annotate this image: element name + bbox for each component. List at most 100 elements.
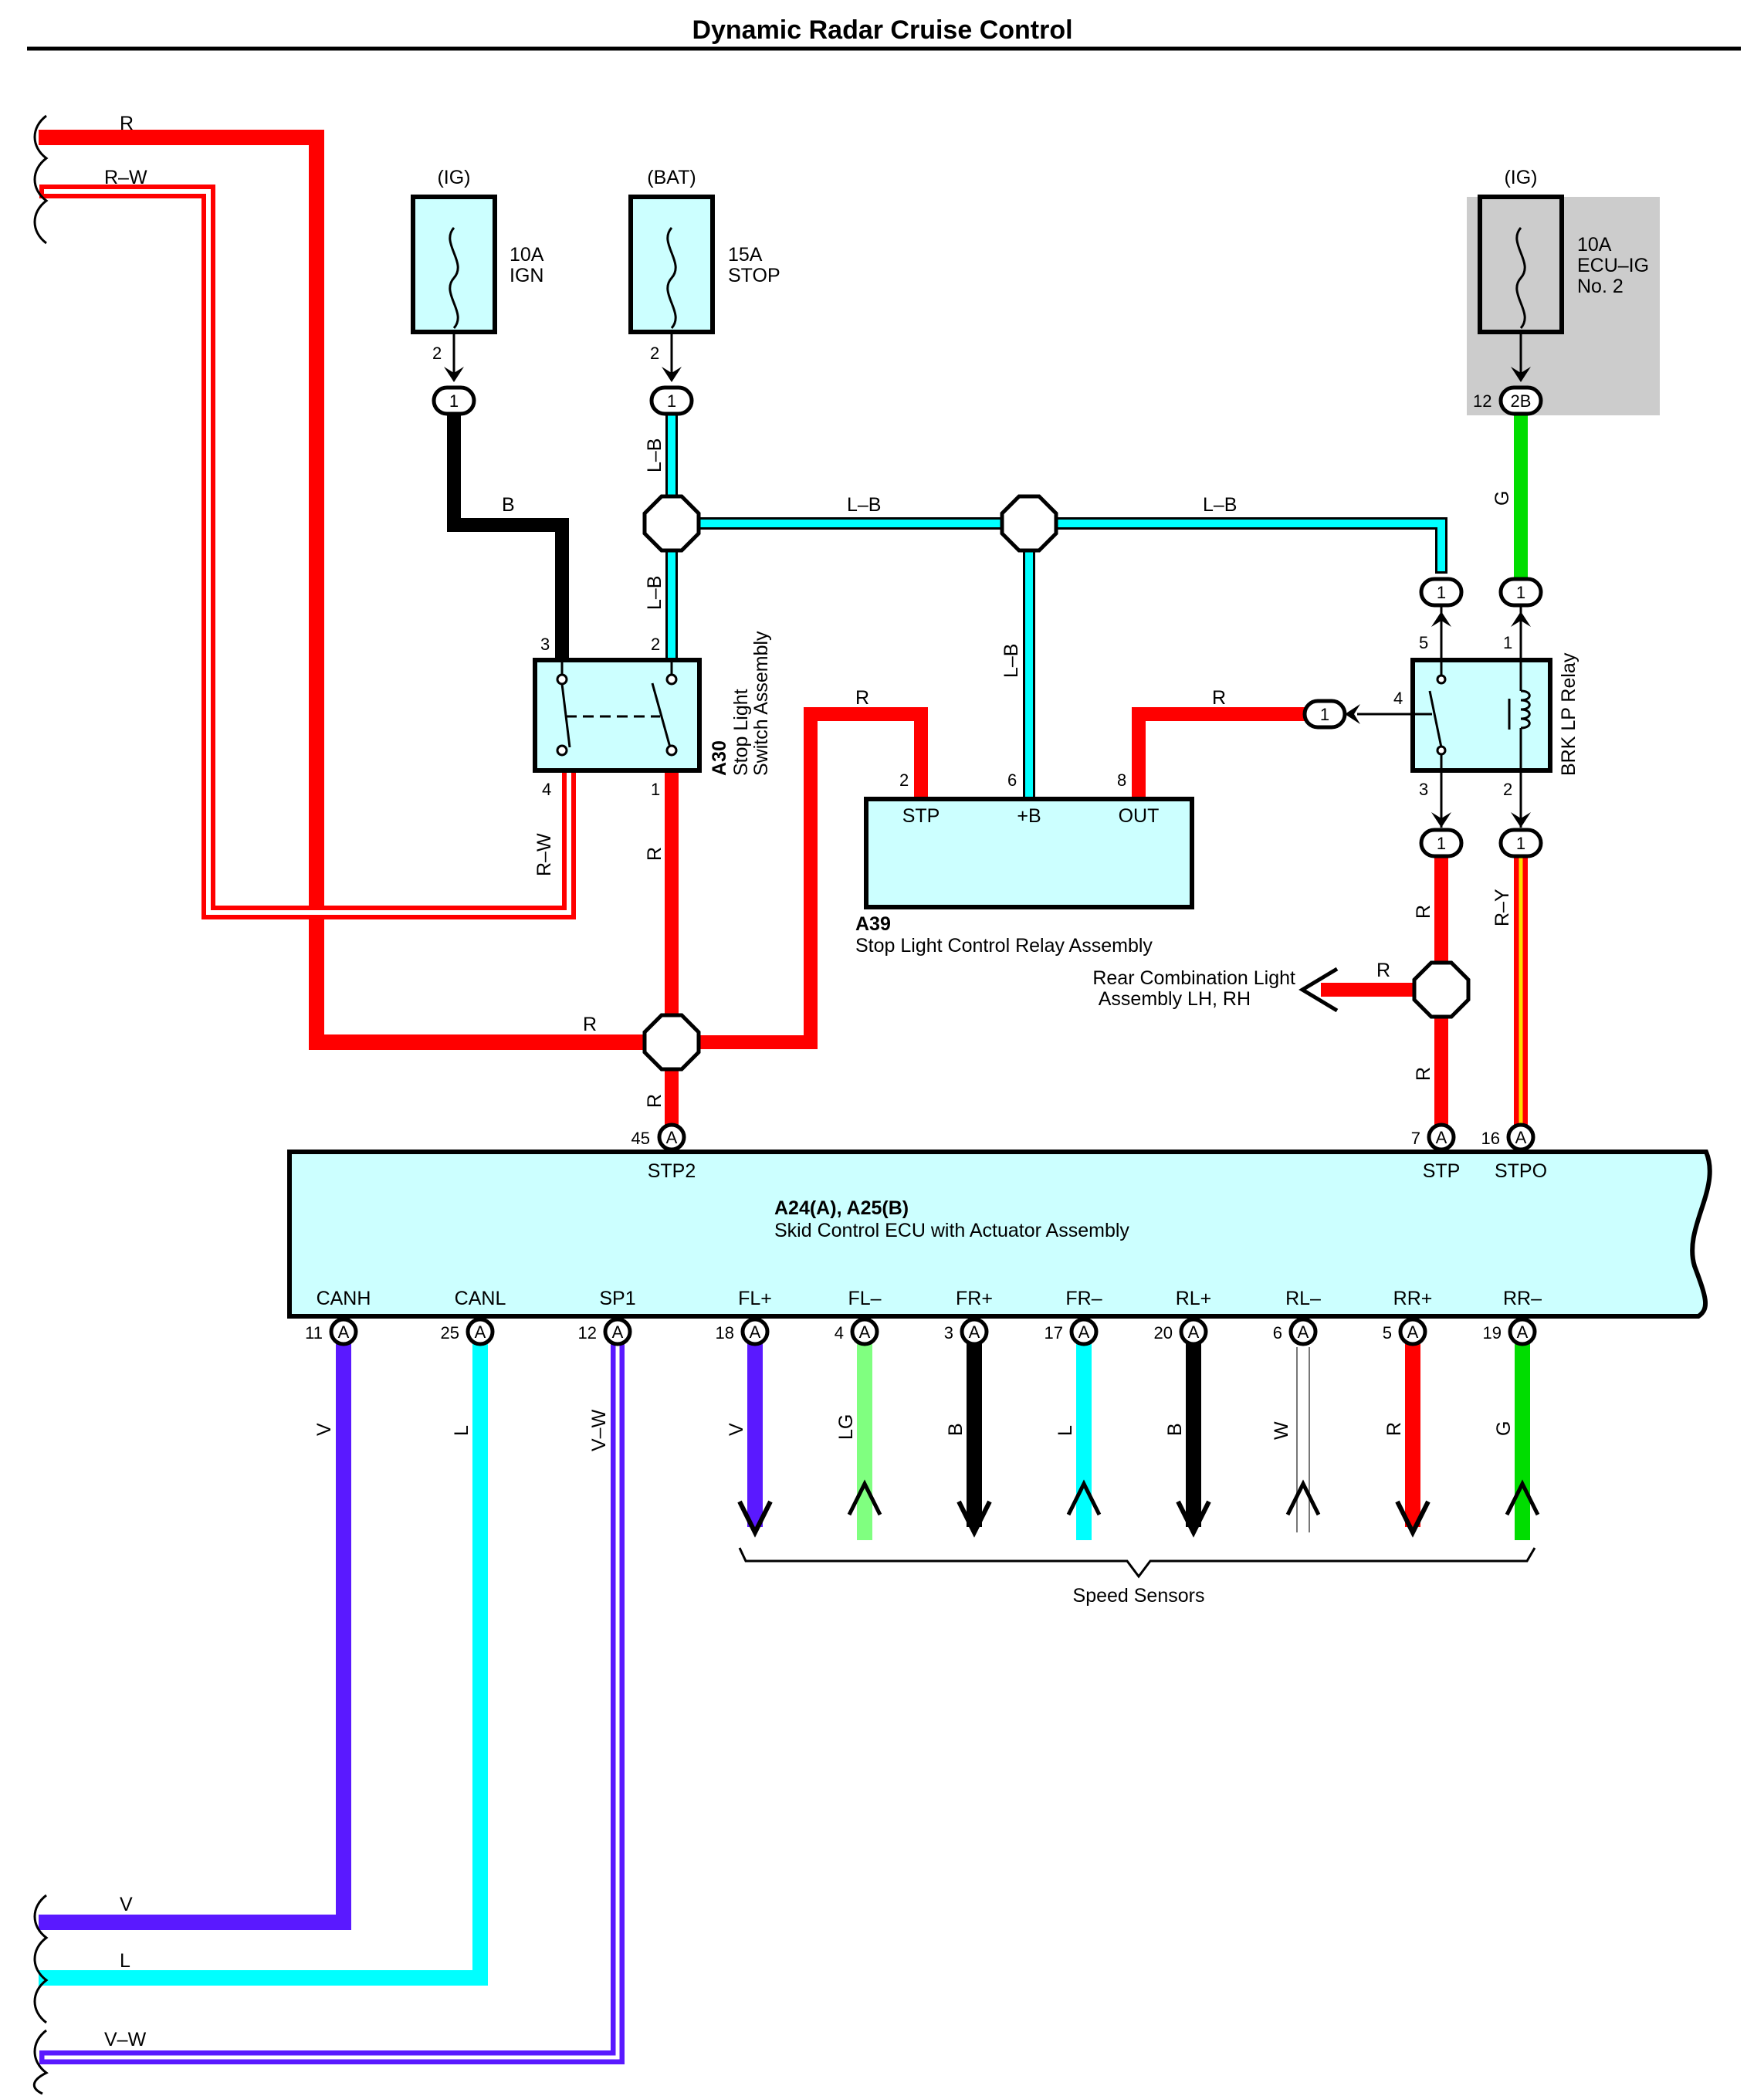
ecu-pin-fr-plus-num: 3 [944,1323,953,1343]
wl-switch-rw: R–W [533,833,555,876]
ecu-pin-canl-num: 25 [441,1323,459,1343]
fuse-ign-symbol [449,226,459,330]
a39-name: Stop Light Control Relay Assembly [855,935,1153,957]
arrow-fl-minus [847,1479,882,1516]
stop-light-switch: 3 2 4 1 A30 Stop Light Switch Assembly [533,631,772,799]
arrow-rl-minus [1285,1479,1321,1516]
ecu-top-pin-stpo: A 16 STPO [1481,1122,1547,1182]
a39-code: A39 [855,913,891,935]
fuse-ign-conn-label: 1 [449,391,459,411]
brk-pin-5: 5 [1419,633,1428,652]
switch-contact-2a [665,673,678,686]
ecu-top-pin-stp2-conn [657,1122,686,1152]
wl-ign-b: B [502,494,515,516]
brk-pin-1: 1 [1503,633,1512,652]
ecu-pin-fl-plus: FL+ A 18 V [716,1288,772,1436]
ecu-top-pin-stp: A 7 STP [1411,1122,1460,1182]
wl-brk-r-upper: R [1413,905,1434,919]
a39-box [864,797,1194,909]
fuse-stop-connector [649,385,694,416]
left-breaks [32,114,49,2095]
ecu-pin-rr-plus-term: RR+ [1393,1288,1433,1309]
arrow-rl-plus [1176,1500,1211,1538]
arrow-rr-plus [1395,1500,1430,1538]
a39-term-out: OUT [1119,805,1160,827]
brk-arrow-5 [1431,611,1451,627]
a39-pin-6: 6 [1007,770,1017,790]
wire-r-a39out [1132,707,1312,806]
switch-pin-1: 1 [651,780,660,799]
wl-ecu-g: G [1491,491,1513,506]
fuse-ecuig-name2: No. 2 [1577,276,1623,297]
ecu-pin-canh-conn-label: A [338,1322,350,1342]
ecu-pin-sp1-num: 12 [578,1323,597,1343]
ecu-pin-fl-minus: FL– A 4 LG [835,1288,882,1440]
ecu-top-pin-stp2: A 45 STP2 [631,1122,696,1182]
wire-lb-bus-inner [668,520,1445,571]
wl-main-r: R [583,1014,597,1035]
label-r-input: R [120,113,134,134]
junction-lb-left [642,494,701,553]
ecu-pin-rr-minus: RR– A 19 G [1483,1288,1542,1436]
wire-vw-sp1 [39,1340,625,2064]
wl-a39-out-r: R [1212,687,1226,709]
ecu-top-pin-stp2-conn-label: A [666,1128,678,1147]
ecu-pin-rr-minus-conn-label: A [1517,1322,1529,1342]
ecu-top-pin-stp2-num: 45 [631,1129,650,1148]
ecu-top-pin-stpo-num: 16 [1481,1129,1500,1148]
brk-arrow-4 [1345,704,1360,724]
a39-pin-2: 2 [899,770,909,790]
ecu-pin-sp1-conn [603,1317,632,1346]
brk-conn-2-label: 1 [1516,834,1525,853]
label-vw-output: V–W [104,2029,147,2050]
ecu-pin-fr-plus-term: FR+ [956,1288,993,1309]
fuse-ecuig-box [1478,195,1564,334]
ecu-pin-fr-plus-wire: B [945,1423,967,1436]
fuse-ign-name: IGN [510,265,543,286]
fuse-stop-conn-label: 1 [667,391,676,411]
ecu-pin-fr-minus-conn-label: A [1078,1322,1090,1342]
ecu-top-pin-stp-num: 7 [1411,1129,1420,1148]
ecu-top-pin-stp2-term: STP2 [648,1160,696,1182]
ecu-pin-fl-plus-conn [740,1317,770,1346]
ecu-pin-rl-plus-term: RL+ [1176,1288,1212,1309]
ecu-bottom-pins: CANH A 11 V CANL A 25 L SP1 A 12 V–W [305,1288,1542,1451]
ecu-top-pin-stpo-conn-label: A [1515,1128,1527,1147]
ecu-pin-fl-plus-wire: V [726,1423,747,1436]
fuse-ecuig-rating: 10A [1577,234,1612,256]
arrow-fl-plus [737,1500,773,1538]
arrow-fr-minus [1066,1479,1102,1516]
switch-blade-2 [651,682,672,748]
fuse-stop: (BAT) 15A STOP 2 1 [628,167,780,416]
diagram-title: Dynamic Radar Cruise Control [692,15,1072,45]
fuse-ign-rating: 10A [510,244,544,266]
fuse-ecuig-symbol [1515,226,1526,330]
arrow-fr-plus [956,1500,992,1538]
ecu-pin-rl-plus-wire: B [1164,1423,1186,1436]
ecu-pin-fl-plus-conn-label: A [750,1322,761,1342]
ecu-pin-fl-minus-wire: LG [835,1414,857,1440]
fuse-ecuig-connector [1498,385,1543,416]
brk-blade [1428,690,1443,748]
fuse-ecuig: (IG) 10A ECU–IG No. 2 12 2B [1473,167,1649,416]
ecu-pin-fr-minus-num: 17 [1045,1323,1063,1343]
a39-term-stp: STP [902,805,940,827]
wl-relay-lb: L–B [1001,644,1022,678]
wl-stop-lb-lower: L–B [644,576,665,610]
junction-lb-mid [1000,494,1058,553]
junctions [642,494,1471,1072]
ecu-pin-rl-minus: RL– A 6 W [1271,1288,1321,1440]
switch-pin-2: 2 [651,635,660,654]
ecu-code: A24(A), A25(B) [774,1197,909,1219]
ecu-pin-canh: CANH A 11 V [305,1288,371,1436]
fuse-ecuig-conn-pin: 12 [1473,391,1491,411]
ecu-pin-rl-minus-num: 6 [1273,1323,1282,1343]
fuse-stop-supply: (BAT) [647,167,696,188]
ecu-pin-canl-wire: L [451,1425,472,1436]
switch-code: A30 [709,740,730,776]
fuse-ign-box [411,195,497,334]
fuse-ecuig-conn-label: 2B [1511,391,1532,411]
ecu-pin-sp1: SP1 A 12 V–W [578,1288,636,1451]
ecu-top-pin-stp-conn-label: A [1436,1128,1447,1147]
